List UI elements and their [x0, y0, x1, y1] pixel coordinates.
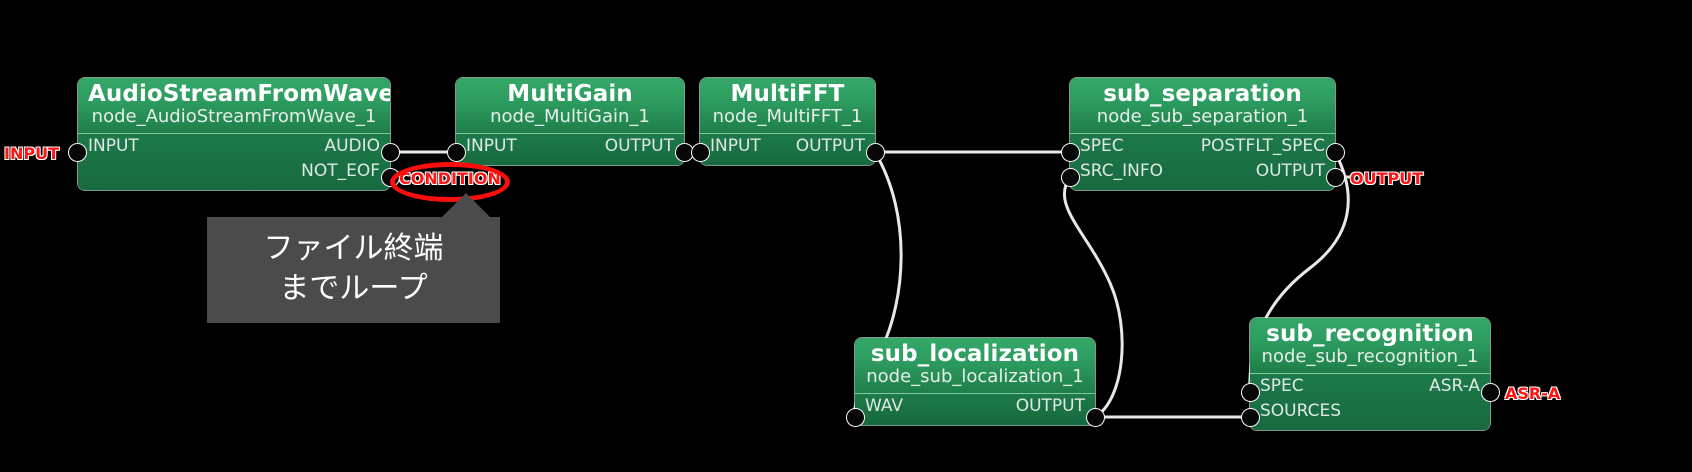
- node-sub-recognition[interactable]: sub_recognition node_sub_recognition_1 S…: [1250, 318, 1490, 431]
- node-header: sub_localization node_sub_localization_1: [855, 338, 1095, 395]
- port-input-SRC_INFO[interactable]: SRC_INFO: [1080, 161, 1164, 182]
- external-label-asr-a[interactable]: ASR-A: [1505, 384, 1561, 403]
- port-row: WAV OUTPUT: [855, 394, 1095, 419]
- port-dot-multifft-input[interactable]: [692, 144, 709, 161]
- node-ports: INPUT AUDIO NOT_EOF: [78, 134, 390, 191]
- annotation-tooltip: ファイル終端 までループ: [207, 217, 500, 324]
- node-header: MultiFFT node_MultiFFT_1: [700, 78, 875, 135]
- port-input-SOURCES[interactable]: SOURCES: [1260, 401, 1341, 422]
- port-row: INPUT OUTPUT: [700, 134, 875, 159]
- node-instance-name: node_sub_localization_1: [866, 366, 1084, 388]
- port-dot-subsep-postflt[interactable]: [1327, 144, 1344, 161]
- port-input-WAV[interactable]: WAV: [865, 396, 904, 417]
- port-dot-multifft-output[interactable]: [867, 144, 884, 161]
- node-multifft[interactable]: MultiFFT node_MultiFFT_1 INPUT OUTPUT: [700, 78, 875, 166]
- port-input-INPUT[interactable]: INPUT: [466, 136, 517, 157]
- external-label-input[interactable]: INPUT: [4, 144, 59, 163]
- node-instance-name: node_MultiFFT_1: [712, 106, 863, 128]
- port-dot-sublocal-wav[interactable]: [847, 409, 864, 426]
- port-dot-multigain-input[interactable]: [448, 144, 465, 161]
- port-row: SPEC ASR-A: [1250, 374, 1490, 399]
- node-sub-localization[interactable]: sub_localization node_sub_localization_1…: [855, 338, 1095, 426]
- port-output-POSTFLT_SPEC[interactable]: POSTFLT_SPEC: [1200, 136, 1325, 157]
- node-ports: INPUT OUTPUT: [700, 134, 875, 166]
- port-row: SOURCES: [1250, 399, 1490, 424]
- node-title: MultiFFT: [730, 81, 845, 107]
- port-dot-subrec-asr-a[interactable]: [1482, 384, 1499, 401]
- port-row: SRC_INFO OUTPUT: [1070, 159, 1335, 184]
- port-dot-subsep-srcinfo[interactable]: [1062, 169, 1079, 186]
- node-instance-name: node_sub_recognition_1: [1261, 346, 1479, 368]
- port-input-INPUT[interactable]: INPUT: [88, 136, 139, 157]
- port-dot-subsep-spec[interactable]: [1062, 144, 1079, 161]
- node-instance-name: node_MultiGain_1: [490, 106, 650, 128]
- port-output-OUTPUT[interactable]: OUTPUT: [604, 136, 674, 157]
- tooltip-pointer-triangle: [442, 193, 490, 217]
- node-ports: INPUT OUTPUT: [456, 134, 684, 166]
- node-header: MultiGain node_MultiGain_1: [456, 78, 684, 135]
- port-output-OUTPUT[interactable]: OUTPUT: [1015, 396, 1085, 417]
- port-dot-subrec-sources[interactable]: [1242, 409, 1259, 426]
- port-input-INPUT[interactable]: INPUT: [710, 136, 761, 157]
- node-header: sub_recognition node_sub_recognition_1: [1250, 318, 1490, 375]
- node-title: sub_separation: [1103, 81, 1302, 107]
- port-dot-asfw-input[interactable]: [69, 144, 86, 161]
- node-header: AudioStreamFromWave node_AudioStreamFrom…: [78, 78, 390, 135]
- port-input-SPEC[interactable]: SPEC: [1260, 376, 1304, 397]
- port-row: INPUT OUTPUT: [456, 134, 684, 159]
- port-output-OUTPUT[interactable]: OUTPUT: [1255, 161, 1325, 182]
- port-input-SPEC[interactable]: SPEC: [1080, 136, 1124, 157]
- port-dot-sublocal-output[interactable]: [1087, 409, 1104, 426]
- port-dot-subsep-output[interactable]: [1327, 169, 1344, 186]
- node-title: AudioStreamFromWave: [88, 81, 390, 107]
- port-dot-asfw-audio[interactable]: [382, 144, 399, 161]
- node-title: sub_localization: [870, 341, 1080, 367]
- node-ports: SPEC POSTFLT_SPEC SRC_INFO OUTPUT: [1070, 134, 1335, 191]
- node-ports: WAV OUTPUT: [855, 394, 1095, 426]
- node-title: MultiGain: [507, 81, 633, 107]
- port-row: SPEC POSTFLT_SPEC: [1070, 134, 1335, 159]
- port-dot-subrec-spec[interactable]: [1242, 384, 1259, 401]
- node-instance-name: node_AudioStreamFromWave_1: [91, 106, 377, 128]
- node-header: sub_separation node_sub_separation_1: [1070, 78, 1335, 135]
- node-instance-name: node_sub_separation_1: [1096, 106, 1309, 128]
- port-output-OUTPUT[interactable]: OUTPUT: [795, 136, 865, 157]
- port-output-AUDIO[interactable]: AUDIO: [324, 136, 380, 157]
- port-output-NOT_EOF[interactable]: NOT_EOF: [301, 161, 380, 182]
- port-dot-multigain-output[interactable]: [676, 144, 693, 161]
- node-ports: SPEC ASR-A SOURCES: [1250, 374, 1490, 431]
- port-row: INPUT AUDIO: [78, 134, 390, 159]
- node-multigain[interactable]: MultiGain node_MultiGain_1 INPUT OUTPUT: [456, 78, 684, 166]
- port-row: NOT_EOF: [78, 159, 390, 184]
- node-sub-separation[interactable]: sub_separation node_sub_separation_1 SPE…: [1070, 78, 1335, 191]
- node-title: sub_recognition: [1266, 321, 1474, 347]
- node-audiostreamfromwave[interactable]: AudioStreamFromWave node_AudioStreamFrom…: [78, 78, 390, 191]
- port-output-ASR-A[interactable]: ASR-A: [1429, 376, 1480, 397]
- external-label-output[interactable]: OUTPUT: [1350, 169, 1424, 188]
